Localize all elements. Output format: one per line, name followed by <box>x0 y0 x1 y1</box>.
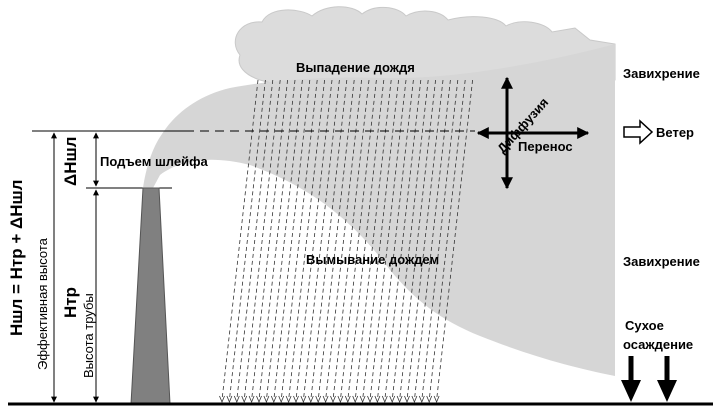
plume-rise-symbol: ΔHшл <box>61 137 80 186</box>
rain-line <box>317 79 355 401</box>
rain-line <box>251 79 288 401</box>
rain-line-tip <box>241 395 248 404</box>
rain-line-tip <box>226 395 233 404</box>
down-arrow-icon <box>621 356 677 402</box>
diffusion-transport-arrows <box>476 76 590 190</box>
plume-rise-label: Подъем шлейфа <box>100 154 208 169</box>
chimney-stack <box>130 187 171 405</box>
rain-line-tip <box>433 395 440 404</box>
rain-line <box>377 79 414 401</box>
rain-line-tip <box>248 395 255 404</box>
rain-line-tip <box>278 395 285 404</box>
rain-line-tip <box>389 395 396 404</box>
rain-lines <box>219 79 473 404</box>
turbulence-mid-label: Завихрение <box>623 254 700 269</box>
dry-deposition-label-2: осаждение <box>623 337 693 352</box>
rain-line <box>436 79 473 401</box>
transport-label: Перенос <box>518 139 573 154</box>
rain-line-tip <box>418 395 425 404</box>
rain-line <box>243 79 281 401</box>
rain-line <box>221 79 259 401</box>
rain-line-tip <box>293 395 299 404</box>
rain-line-tip <box>337 395 344 404</box>
rain-line-tip <box>256 395 262 404</box>
rain-line-tip <box>426 395 433 404</box>
rain-line-tip <box>344 395 351 404</box>
rain-line <box>384 79 422 401</box>
rain-line <box>354 79 392 401</box>
rain-line-tip <box>285 395 292 404</box>
rain-line-tip <box>352 395 359 404</box>
rain-line-tip <box>233 395 240 404</box>
rain-line <box>303 79 340 401</box>
effective-height-label: Эффективная высота <box>35 237 50 370</box>
rain-line <box>428 79 466 401</box>
rain-line-tip <box>404 395 410 404</box>
rain-line-tip <box>307 395 314 404</box>
dry-deposition-label-1: Сухое <box>625 318 664 333</box>
rain-line <box>280 79 318 401</box>
rain-line-tip <box>381 395 388 404</box>
turbulence-top-label: Завихрение <box>623 66 700 81</box>
rain-line-tip <box>270 395 277 404</box>
rain-line-tip <box>263 395 270 404</box>
rain-line <box>406 79 444 401</box>
rain-line <box>332 79 370 401</box>
rain-line <box>340 79 377 401</box>
wind-label: Ветер <box>656 125 694 140</box>
rain-line-tip <box>300 395 307 404</box>
rain-line <box>421 79 459 401</box>
stack-height-label: Высота трубы <box>81 293 96 378</box>
rain-line <box>258 79 296 401</box>
rain-washout-label: Вымывание дождем <box>306 252 439 267</box>
effective-height-formula: Hшл = Hтр + ΔHшл <box>7 180 26 336</box>
smoke-plume <box>143 44 615 376</box>
rain-line <box>236 79 274 401</box>
rain-line-tip <box>396 395 403 404</box>
rain-line <box>266 79 303 401</box>
rain-line-tip <box>330 395 336 404</box>
rain-line <box>347 79 385 401</box>
rain-line-tip <box>315 395 322 404</box>
hollow-right-arrow-icon <box>623 119 654 145</box>
rain-line-tip <box>374 395 381 404</box>
rain-line <box>229 79 266 401</box>
stack-height-symbol: Hтр <box>61 287 80 318</box>
rain-line-tip <box>359 395 366 404</box>
rain-line <box>288 79 325 401</box>
rain-line-tip <box>322 395 329 404</box>
rain-line <box>362 79 399 401</box>
rain-line-tip <box>367 395 373 404</box>
rain-line-tip <box>411 395 418 404</box>
rain-line <box>369 79 407 401</box>
rain-line <box>414 79 451 401</box>
rain-fall-label: Выпадение дождя <box>296 60 415 75</box>
rain-line-tip <box>219 395 225 404</box>
rain-line <box>399 79 436 401</box>
rain-line <box>295 79 333 401</box>
rain-line <box>310 79 348 401</box>
rain-line <box>325 79 362 401</box>
rain-line <box>273 79 311 401</box>
rain-line <box>391 79 429 401</box>
